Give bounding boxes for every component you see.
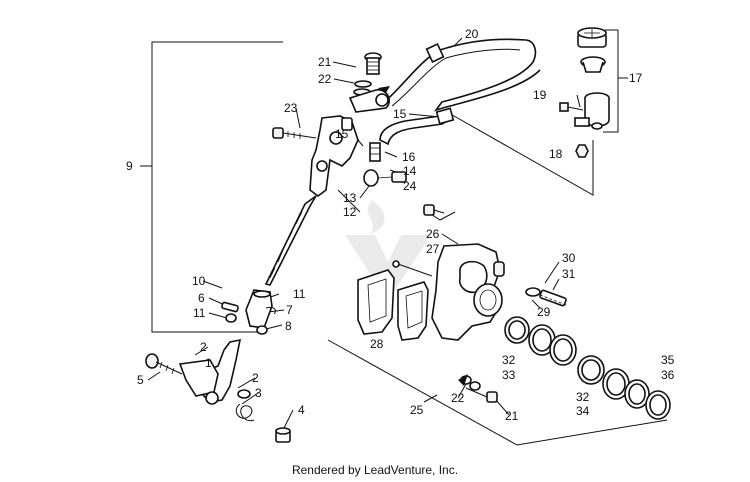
group-bracket-25 <box>327 339 668 446</box>
piston-32b <box>577 355 605 385</box>
label-32a: 32 <box>502 353 516 367</box>
label-17: 17 <box>629 71 643 85</box>
nut-18 <box>575 144 589 158</box>
banjo-bolt-21-top <box>364 52 382 75</box>
bolt-24 <box>423 204 445 216</box>
label-25: 25 <box>410 403 424 417</box>
brake-line-16 <box>379 107 455 146</box>
label-8: 8 <box>285 319 292 333</box>
brake-pad-28b <box>397 281 429 341</box>
label-7: 7 <box>286 303 293 317</box>
label-5: 5 <box>137 373 144 387</box>
label-13: 13 <box>343 191 357 205</box>
master-cylinder <box>309 115 359 197</box>
part-labels: 1 2 2 3 4 5 6 7 8 9 10 11 11 12 13 14 15… <box>126 27 675 423</box>
label-21a: 21 <box>318 55 332 69</box>
label-15b: 15 <box>393 107 407 121</box>
ring-11 <box>225 313 237 323</box>
bleeder-cap-30-31 <box>525 287 567 306</box>
label-4: 4 <box>298 403 305 417</box>
piston-32a <box>504 316 530 344</box>
fitting-15 <box>369 142 381 162</box>
brake-hose-20 <box>383 38 541 112</box>
label-2b: 2 <box>252 371 259 385</box>
label-21b: 21 <box>505 409 519 423</box>
pin-6 <box>221 301 239 313</box>
label-11b: 11 <box>293 287 306 301</box>
label-16: 16 <box>402 150 416 164</box>
washer-8 <box>256 325 268 335</box>
washers-22-bottom <box>458 374 481 391</box>
label-19: 19 <box>533 88 547 102</box>
label-27: 27 <box>426 242 440 256</box>
seal-33b <box>549 334 577 366</box>
seal-34a <box>602 368 630 400</box>
label-2a: 2 <box>200 340 207 354</box>
label-10: 10 <box>192 274 206 288</box>
label-34: 34 <box>576 404 590 418</box>
label-9: 9 <box>126 159 133 173</box>
bushing-2 <box>237 389 251 399</box>
label-30: 30 <box>562 251 576 265</box>
seal-36 <box>645 390 671 420</box>
label-11a: 11 <box>193 306 206 320</box>
nut-4 <box>275 427 291 443</box>
label-6: 6 <box>198 291 205 305</box>
pin-27 <box>392 260 433 277</box>
label-14: 14 <box>403 164 417 178</box>
bolt-5 <box>145 353 183 375</box>
label-3: 3 <box>255 386 262 400</box>
group-bracket-17 <box>603 29 628 133</box>
bleeder-29 <box>539 289 567 307</box>
brake-pedal-1 <box>178 338 242 405</box>
label-18: 18 <box>549 147 563 161</box>
label-24: 24 <box>403 179 417 193</box>
brake-pad-28a <box>357 269 395 335</box>
union-14 <box>363 169 407 187</box>
reservoir-body <box>574 92 610 130</box>
label-35: 35 <box>661 353 675 367</box>
screw-19 <box>559 102 584 112</box>
cotter-7 <box>265 307 277 315</box>
seal-34b <box>624 379 650 409</box>
label-36: 36 <box>661 368 675 382</box>
label-1: 1 <box>205 356 212 370</box>
label-26: 26 <box>426 227 440 241</box>
seal-33a <box>528 324 556 356</box>
pushrod-12-13 <box>264 195 317 286</box>
label-33: 33 <box>502 368 516 382</box>
banjo-fitting <box>348 89 391 113</box>
bolt-23 <box>272 127 317 139</box>
group-bracket-9 <box>140 41 283 333</box>
label-32b: 32 <box>576 390 590 404</box>
label-15a: 15 <box>335 127 349 141</box>
label-12: 12 <box>343 205 357 219</box>
banjo-bolt-21-bottom <box>465 387 498 403</box>
spring-3 <box>235 403 255 422</box>
caliper-body-26 <box>431 243 505 341</box>
clevis-10 <box>245 289 273 329</box>
label-22a: 22 <box>318 72 332 86</box>
label-28: 28 <box>370 337 384 351</box>
label-31: 31 <box>562 267 576 281</box>
caption: Rendered by LeadVenture, Inc. <box>292 463 458 477</box>
watermark-logo <box>345 200 431 290</box>
label-20: 20 <box>465 27 479 41</box>
reservoir-diaphragm <box>580 56 606 73</box>
label-23: 23 <box>284 101 298 115</box>
label-22b: 22 <box>451 391 465 405</box>
reservoir-cap <box>577 27 607 48</box>
label-29: 29 <box>537 305 551 319</box>
